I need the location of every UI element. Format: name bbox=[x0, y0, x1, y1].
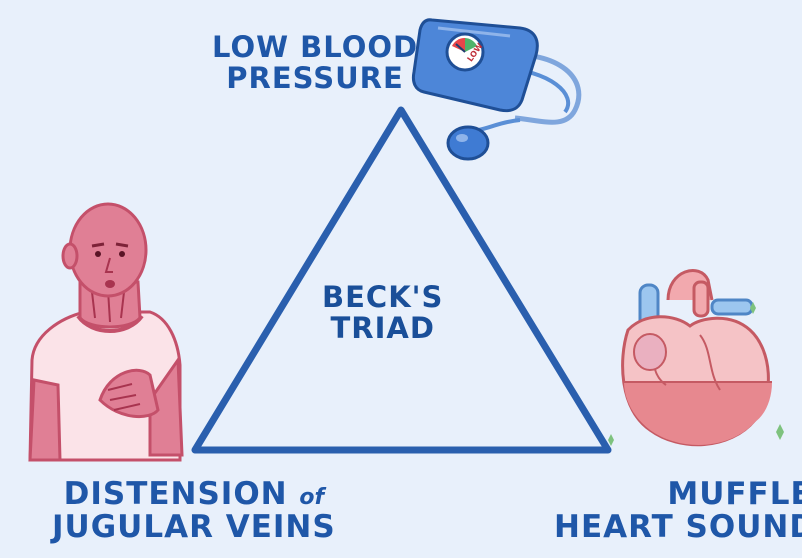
label-center-line2: TRIAD bbox=[322, 313, 443, 344]
label-left-line1: DISTENSION of bbox=[52, 478, 336, 511]
blood-pressure-cuff-icon bbox=[413, 20, 578, 159]
label-top-line2: PRESSURE bbox=[212, 63, 418, 94]
label-left-line1-main: DISTENSION bbox=[64, 476, 300, 512]
label-left-line2: JUGULAR VEINS bbox=[52, 511, 336, 544]
label-low-blood-pressure: LOW BLOOD PRESSURE bbox=[212, 32, 418, 95]
label-right-line1: MUFFLED bbox=[554, 478, 802, 511]
label-center-line1: BECK'S bbox=[322, 282, 443, 313]
label-left-line1-of: of bbox=[299, 485, 324, 510]
label-top-line1: LOW BLOOD bbox=[212, 32, 418, 63]
label-right-line2: HEART SOUNDS bbox=[554, 511, 802, 544]
label-distension-jugular-veins: DISTENSION of JUGULAR VEINS bbox=[52, 478, 336, 545]
person-hand-on-chest-icon bbox=[30, 204, 182, 460]
label-becks-triad: BECK'S TRIAD bbox=[322, 282, 443, 345]
heart-icon bbox=[608, 270, 784, 446]
label-muffled-heart-sounds: MUFFLED HEART SOUNDS bbox=[554, 478, 802, 545]
